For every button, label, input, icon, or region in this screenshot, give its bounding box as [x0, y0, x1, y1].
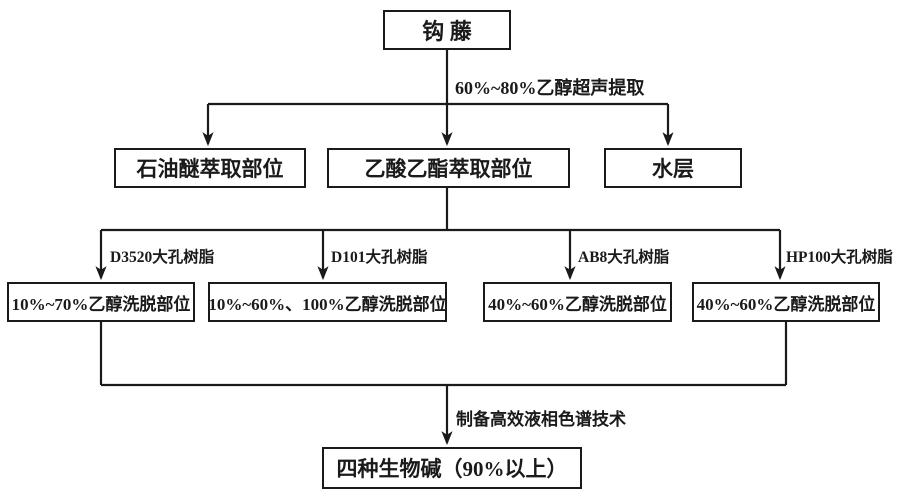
node-water-layer: 水层	[604, 148, 742, 188]
node-ethyl-acetate-fraction: 乙酸乙酯萃取部位	[327, 148, 570, 188]
label-resin-d3520: D3520大孔树脂	[110, 249, 215, 266]
node-eluate-d3520: 10%~70%乙醇洗脱部位	[7, 282, 195, 322]
node-gouteng: 钩 藤	[383, 10, 511, 50]
label-ethanol-ultrasonic-extraction: 60%~80%乙醇超声提取	[455, 78, 645, 98]
label-resin-ab8: AB8大孔树脂	[578, 249, 670, 266]
label-preparative-hplc: 制备高效液相色谱技术	[456, 410, 626, 429]
node-eluate-d101: 10%~60%、100%乙醇洗脱部位	[208, 282, 447, 322]
node-eluate-ab8: 40%~60%乙醇洗脱部位	[483, 282, 672, 322]
label-resin-hp100: HP100大孔树脂	[786, 249, 893, 266]
node-final-alkaloids: 四种生物碱（90%以上）	[322, 447, 582, 489]
node-eluate-hp100: 40%~60%乙醇洗脱部位	[692, 282, 880, 322]
node-petroleum-ether-fraction: 石油醚萃取部位	[114, 148, 306, 188]
label-resin-d101: D101大孔树脂	[331, 249, 428, 266]
